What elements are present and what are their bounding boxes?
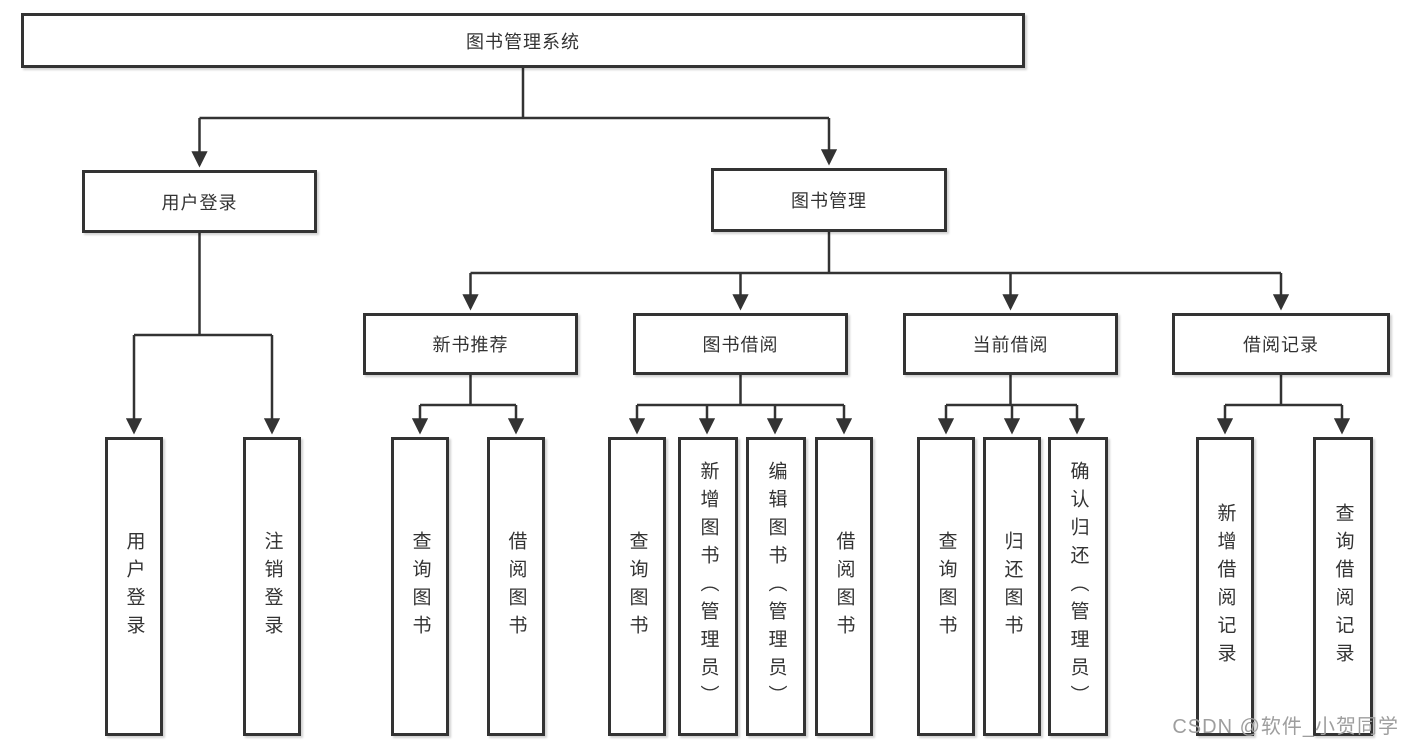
leaf-borrow-books-2-label: 借阅图书 <box>833 530 855 643</box>
leaf-confirm-return-admin-label: 确认归还（管理员） <box>1067 460 1089 713</box>
leaf-query-borrow-record: 查询借阅记录 <box>1313 437 1373 736</box>
leaf-borrow-books-1-label: 借阅图书 <box>505 530 527 643</box>
leaf-add-borrow-record-label: 新增借阅记录 <box>1214 502 1236 671</box>
node-borrow-records: 借阅记录 <box>1172 313 1390 375</box>
node-user-login: 用户登录 <box>82 170 317 233</box>
leaf-return-books-label: 归还图书 <box>1001 530 1023 643</box>
leaf-confirm-return-admin: 确认归还（管理员） <box>1048 437 1108 736</box>
node-current-borrow: 当前借阅 <box>903 313 1118 375</box>
leaf-query-books-1-label: 查询图书 <box>409 530 431 643</box>
leaf-add-books-admin-label: 新增图书（管理员） <box>697 460 719 713</box>
node-book-management-label: 图书管理 <box>791 191 867 211</box>
node-current-borrow-label: 当前借阅 <box>972 335 1049 355</box>
node-new-book-recommend-label: 新书推荐 <box>432 335 509 355</box>
leaf-query-books-2-label: 查询图书 <box>626 530 648 643</box>
leaf-add-borrow-record: 新增借阅记录 <box>1196 437 1254 736</box>
leaf-user-login: 用户登录 <box>105 437 163 736</box>
csdn-watermark: CSDN @软件_小贺同学 <box>1172 716 1399 738</box>
leaf-borrow-books-1: 借阅图书 <box>487 437 545 736</box>
leaf-query-books-1: 查询图书 <box>391 437 449 736</box>
leaf-user-login-label: 用户登录 <box>123 530 145 643</box>
node-book-borrow-label: 图书借阅 <box>702 335 779 355</box>
node-borrow-records-label: 借阅记录 <box>1243 335 1319 355</box>
leaf-query-books-3-label: 查询图书 <box>935 530 957 643</box>
leaf-edit-books-admin-label: 编辑图书（管理员） <box>765 460 787 713</box>
leaf-query-books-2: 查询图书 <box>608 437 666 736</box>
node-book-borrow: 图书借阅 <box>633 313 848 375</box>
leaf-logout: 注销登录 <box>243 437 301 736</box>
node-root-label: 图书管理系统 <box>466 31 580 52</box>
node-root: 图书管理系统 <box>21 13 1025 68</box>
leaf-add-books-admin: 新增图书（管理员） <box>678 437 738 736</box>
node-new-book-recommend: 新书推荐 <box>363 313 578 375</box>
leaf-edit-books-admin: 编辑图书（管理员） <box>746 437 806 736</box>
leaf-query-books-3: 查询图书 <box>917 437 975 736</box>
leaf-return-books: 归还图书 <box>983 437 1041 736</box>
node-book-management: 图书管理 <box>711 168 947 232</box>
leaf-query-borrow-record-label: 查询借阅记录 <box>1332 502 1354 671</box>
leaf-borrow-books-2: 借阅图书 <box>815 437 873 736</box>
node-user-login-label: 用户登录 <box>161 192 238 213</box>
leaf-logout-label: 注销登录 <box>261 530 283 643</box>
